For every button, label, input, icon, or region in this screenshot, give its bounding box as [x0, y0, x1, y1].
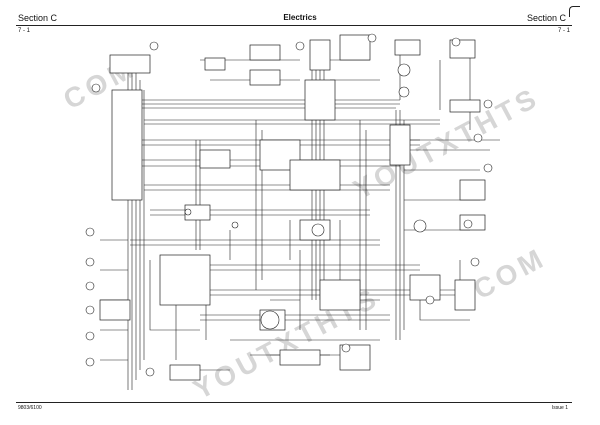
footer-rule: [16, 402, 572, 403]
components: [99, 34, 486, 381]
page-corner-mark: [569, 6, 580, 17]
page-title: Electrics: [283, 13, 317, 22]
document-number: 9803/6100: [18, 405, 42, 411]
page-number-right: 7 - 1: [557, 28, 570, 34]
watermark-text: COM: [468, 242, 551, 306]
section-label-right: Section C: [526, 13, 566, 23]
header-rule: [16, 25, 572, 26]
issue-label: Issue 1: [551, 405, 568, 411]
callouts: [85, 33, 493, 377]
section-label-left: Section C: [18, 13, 58, 23]
page-number-left: 7 - 1: [18, 28, 31, 34]
